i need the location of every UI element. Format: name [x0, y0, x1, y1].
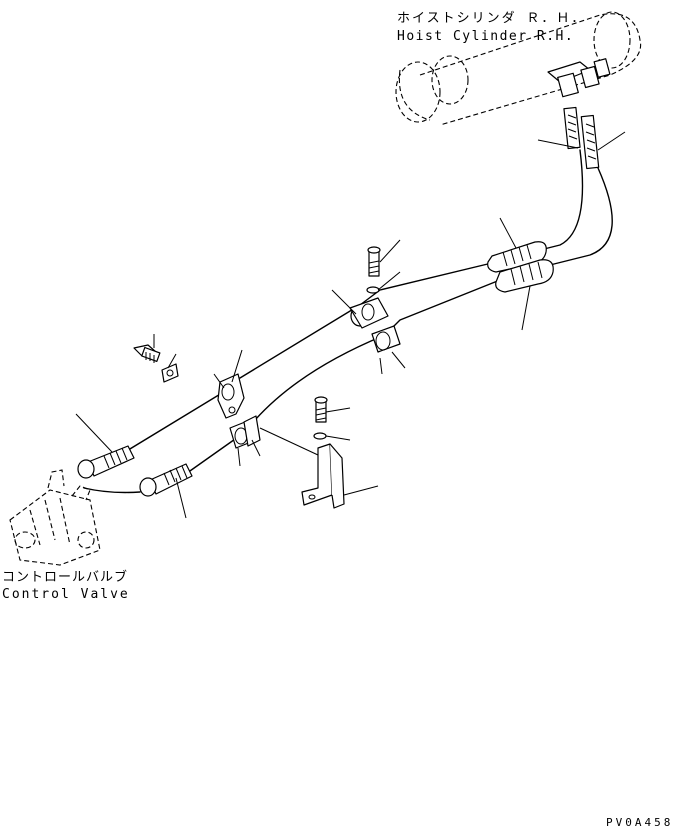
clamp-lower-right — [371, 325, 406, 375]
leader-line — [597, 131, 626, 151]
bracket-link-line — [259, 427, 319, 456]
leader-line — [325, 435, 351, 441]
leader-line — [213, 373, 225, 389]
control-valve-label-en: Control Valve — [2, 587, 130, 602]
hoist-cylinder-label-en: Hoist Cylinder R.H. — [397, 29, 574, 44]
clamp-lower-left — [229, 415, 261, 467]
hoist-cylinder-label-jp: ホイストシリンダ Ｒ．Ｈ． — [397, 11, 586, 26]
leader-line — [251, 439, 261, 457]
clamp-upper-left — [133, 334, 245, 419]
leader-line — [167, 353, 177, 369]
leader-line — [379, 239, 401, 263]
control-valve-label-jp: コントロールバルブ — [2, 569, 128, 585]
valve-hose-fitting-lower — [139, 463, 193, 519]
leader-line — [231, 349, 243, 383]
hose-upper — [119, 149, 584, 456]
leader-line — [521, 285, 531, 331]
leader-line — [331, 289, 357, 315]
leader-line — [325, 407, 351, 413]
leader-line — [237, 447, 241, 467]
hose-protector-upper — [487, 217, 547, 273]
leader-line — [377, 271, 401, 291]
drawing-code: PV0A458 — [606, 816, 673, 829]
leader-line — [537, 139, 579, 149]
hose-protector-lower — [495, 259, 554, 331]
hoist-cylinder — [395, 11, 642, 126]
control-valve — [9, 469, 101, 566]
leader-line — [499, 217, 517, 249]
clamp-upper-right — [331, 239, 401, 329]
leader-line — [175, 477, 187, 519]
leader-line — [379, 357, 383, 375]
leader-line — [75, 413, 113, 453]
leader-line — [391, 351, 406, 369]
valve-hose-fitting-upper — [75, 413, 135, 479]
hose-to-valve — [83, 487, 141, 494]
cylinder-hose-fittings — [537, 106, 626, 170]
leader-line — [343, 485, 379, 496]
bracket-assembly — [259, 396, 379, 509]
